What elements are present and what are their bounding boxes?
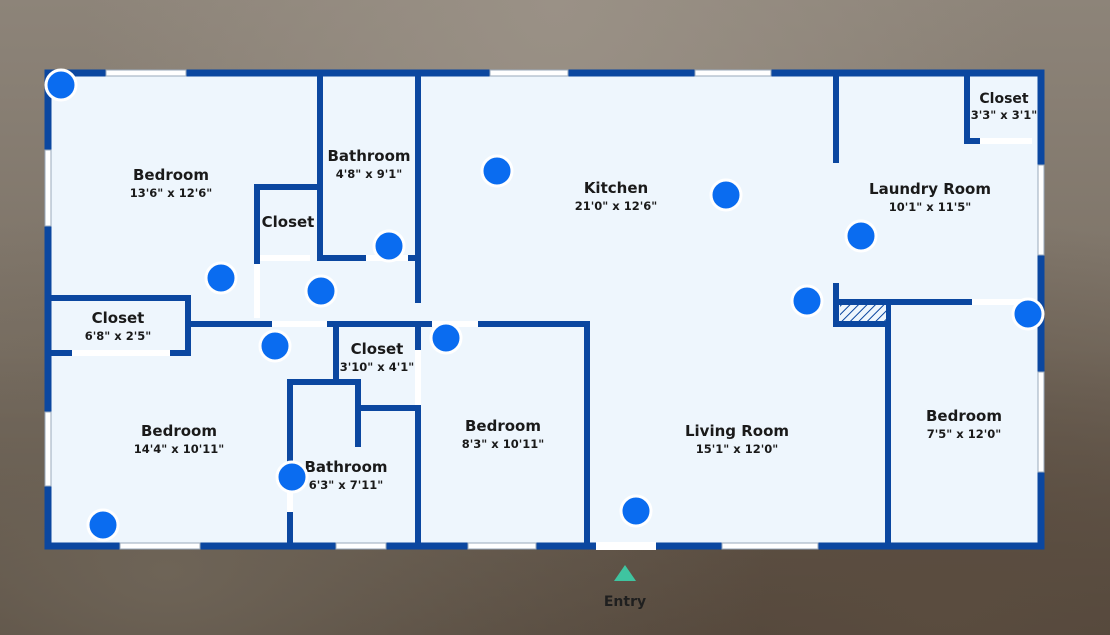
door-opening — [272, 321, 327, 327]
hotspot-right-wall[interactable] — [1011, 297, 1045, 331]
window — [44, 149, 52, 227]
room-name-bedroom-2: Bedroom — [141, 422, 217, 440]
room-name-living: Living Room — [685, 422, 789, 440]
window — [119, 542, 201, 550]
hotspots[interactable] — [44, 68, 1045, 542]
door-opening — [287, 492, 293, 512]
room-name-bedroom-1: Bedroom — [133, 166, 209, 184]
window — [335, 542, 387, 550]
room-name-laundry: Laundry Room — [869, 180, 991, 198]
room-name-bathroom-2: Bathroom — [304, 458, 387, 476]
room-dims-bedroom-3: 8'3" x 10'11" — [462, 437, 544, 451]
entry-arrow-icon[interactable] — [614, 565, 636, 581]
interior-walls — [48, 73, 983, 546]
entry-label[interactable]: Entry — [604, 594, 646, 610]
room-dims-bathroom-1: 4'8" x 9'1" — [336, 167, 402, 181]
room-dims-closet-3: 3'3" x 3'1" — [971, 108, 1037, 122]
entry-marker[interactable]: Entry — [604, 565, 646, 610]
room-dims-closet-2: 6'8" x 2'5" — [85, 329, 151, 343]
room-name-closet-1: Closet — [262, 213, 315, 231]
room-dims-bathroom-2: 6'3" x 7'11" — [309, 478, 383, 492]
wall — [964, 73, 983, 144]
room-dims-bedroom-2: 14'4" x 10'11" — [134, 442, 224, 456]
wall — [167, 295, 191, 356]
room-name-kitchen: Kitchen — [584, 179, 648, 197]
hatched-chase — [840, 305, 886, 321]
hotspot-bathroom-1[interactable] — [372, 229, 406, 263]
room-name-bathroom-1: Bathroom — [327, 147, 410, 165]
room-dims-bedroom-1: 13'6" x 12'6" — [130, 186, 212, 200]
room-dims-living: 15'1" x 12'0" — [696, 442, 778, 456]
room-name-closet-3: Closet — [979, 91, 1029, 107]
window — [694, 69, 772, 77]
wall — [254, 184, 323, 261]
entry-door-opening — [596, 542, 656, 550]
door-opening — [260, 255, 310, 261]
window — [1037, 164, 1045, 256]
door-opening — [72, 350, 170, 356]
door-opening — [415, 350, 421, 405]
window — [467, 542, 537, 550]
window — [489, 69, 569, 77]
window — [1037, 371, 1045, 473]
room-dims-laundry: 10'1" x 11'5" — [889, 200, 971, 214]
hotspot-kitchen-laundry-door[interactable] — [790, 284, 824, 318]
room-labels: Bedroom 13'6" x 12'6" Bathroom 4'8" x 9'… — [85, 91, 1037, 492]
hotspot-kitchen-left[interactable] — [480, 154, 514, 188]
hotspot-closet-4[interactable] — [429, 321, 463, 355]
windows — [44, 69, 1045, 550]
hotspot-bedroom-1[interactable] — [204, 261, 238, 295]
hotspot-hallway[interactable] — [304, 274, 338, 308]
room-name-closet-2: Closet — [92, 309, 145, 327]
hotspot-kitchen-right[interactable] — [709, 178, 743, 212]
hotspot-corner-top-left[interactable] — [44, 68, 78, 102]
hotspot-bathroom-2[interactable] — [275, 460, 309, 494]
hotspot-hallway-lower[interactable] — [258, 329, 292, 363]
window — [44, 411, 52, 487]
door-opening — [972, 299, 1032, 305]
room-dims-kitchen: 21'0" x 12'6" — [575, 199, 657, 213]
room-dims-closet-4: 3'10" x 4'1" — [340, 360, 414, 374]
room-name-bedroom-3: Bedroom — [465, 417, 541, 435]
window — [721, 542, 819, 550]
room-dims-bedroom-4: 7'5" x 12'0" — [927, 427, 1001, 441]
room-name-closet-4: Closet — [351, 340, 404, 358]
hotspot-living-room[interactable] — [619, 494, 653, 528]
door-opening — [254, 264, 260, 318]
hotspot-laundry[interactable] — [844, 219, 878, 253]
floor-area — [48, 73, 1041, 546]
door-opening — [980, 138, 1032, 144]
room-name-bedroom-4: Bedroom — [926, 407, 1002, 425]
window — [105, 69, 187, 77]
hotspot-bedroom-2[interactable] — [86, 508, 120, 542]
door-opening — [432, 321, 478, 327]
